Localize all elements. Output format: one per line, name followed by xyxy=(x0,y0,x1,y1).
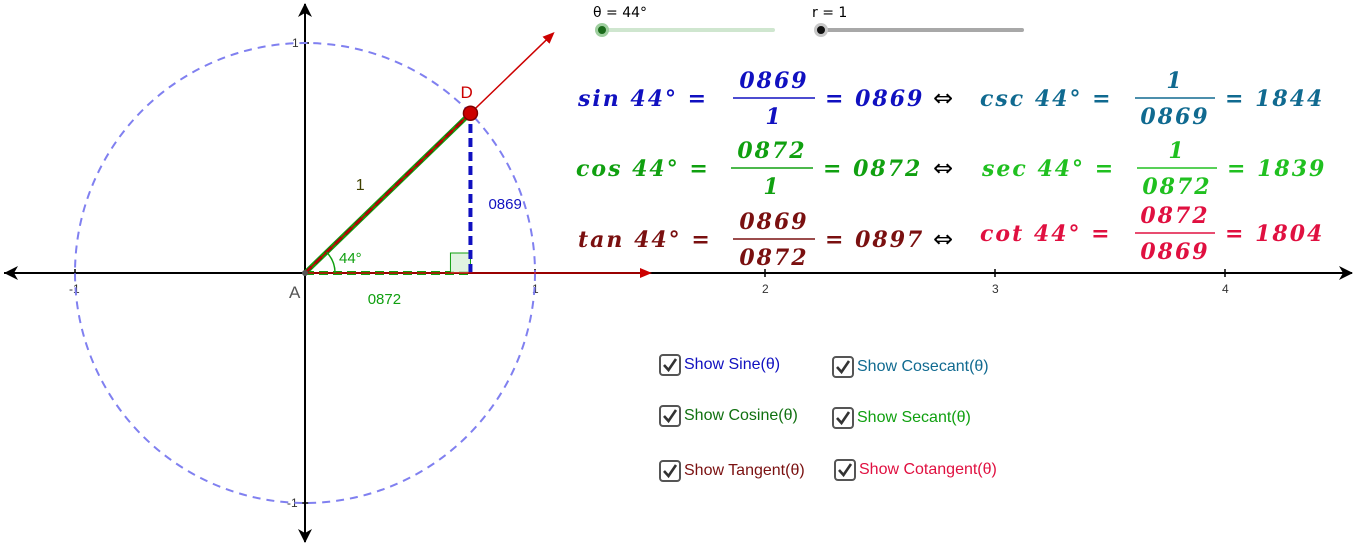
equation-sec-denominator: 0872 xyxy=(1142,174,1211,200)
show-cosine-label: Show Cosine(θ) xyxy=(684,407,798,424)
equation-cos-denominator: 1 xyxy=(763,174,780,200)
x-axis-left-arrow xyxy=(4,266,18,280)
origin-label: A xyxy=(289,283,301,302)
equation-cot-numerator: 0872 xyxy=(1140,203,1209,229)
show-tangent-label: Show Tangent(θ) xyxy=(684,462,805,479)
equation-sin-denominator: 1 xyxy=(765,104,782,130)
equation-cot-lhs: cot 44° = xyxy=(980,221,1112,247)
equation-csc-numerator: 1 xyxy=(1166,68,1183,94)
sine-length-label: 0869 xyxy=(488,196,521,213)
right-angle-marker xyxy=(449,252,471,274)
show-cosecant-checkbox[interactable]: Show Cosecant(θ) xyxy=(832,356,989,378)
x-axis-right-arrow xyxy=(1339,266,1353,280)
radius-slider-track[interactable] xyxy=(819,28,1024,32)
theta-slider-track[interactable] xyxy=(600,28,775,32)
theta-slider-knob[interactable] xyxy=(595,23,609,37)
checkmark-icon[interactable] xyxy=(832,407,854,429)
show-tangent-checkbox[interactable]: Show Tangent(θ) xyxy=(659,460,805,482)
x-tick-label: 2 xyxy=(762,282,769,296)
equation-csc-lhs: csc 44° = xyxy=(980,86,1113,112)
equation-sec-numerator: 1 xyxy=(1168,138,1185,164)
show-secant-checkbox[interactable]: Show Secant(θ) xyxy=(832,407,971,429)
angle-arc xyxy=(326,251,336,274)
x-tick-label: 3 xyxy=(992,282,999,296)
checkmark-icon[interactable] xyxy=(659,405,681,427)
radius-label: 1 xyxy=(356,177,365,194)
x-tick-label: 4 xyxy=(1222,282,1229,296)
trig-equations: sin 44° = 0869 1 = 0869 csc 44° = 1 0869 = 1844… xyxy=(576,68,1326,271)
iff-arrow-icon: ⇔ xyxy=(933,154,953,182)
equation-cot-result: = 1804 xyxy=(1225,221,1324,247)
point-d-label: D xyxy=(460,83,472,102)
radius-slider[interactable]: r = 1 xyxy=(812,5,1027,37)
equation-tan-lhs: tan 44° = xyxy=(578,227,712,253)
checkmark-icon[interactable] xyxy=(659,354,681,376)
point-d[interactable] xyxy=(462,105,479,121)
equation-sec-result: = 1839 xyxy=(1227,156,1326,182)
x-tick-label: 1 xyxy=(532,282,539,296)
angle-label: 44° xyxy=(339,250,362,267)
equation-sin-numerator: 0869 xyxy=(739,68,808,94)
show-cosecant-label: Show Cosecant(θ) xyxy=(857,358,989,375)
equation-tan-denominator: 0872 xyxy=(739,245,808,271)
radius-slider-knob[interactable] xyxy=(814,23,828,37)
y-tick-label: 1 xyxy=(292,36,299,50)
equation-csc-denominator: 0869 xyxy=(1140,104,1209,130)
equation-tan-result: = 0897 xyxy=(825,227,924,253)
equation-cos-result: = 0872 xyxy=(823,156,922,182)
y-axis-bottom-arrow xyxy=(298,529,312,543)
show-cotangent-label: Show Cotangent(θ) xyxy=(859,461,997,478)
show-secant-label: Show Secant(θ) xyxy=(857,409,971,426)
equation-sec-lhs: sec 44° = xyxy=(981,156,1115,182)
origin-point xyxy=(302,270,308,276)
iff-arrow-icon: ⇔ xyxy=(933,225,953,253)
equation-cos-lhs: cos 44° = xyxy=(576,156,710,182)
x-tick-label: -1 xyxy=(69,282,80,296)
theta-slider-label: θ = 44° xyxy=(593,5,648,21)
y-tick-label: -1 xyxy=(287,496,298,510)
unit-vector-d xyxy=(304,31,555,274)
equation-cos-numerator: 0872 xyxy=(737,138,806,164)
show-cotangent-checkbox[interactable]: Show Cotangent(θ) xyxy=(834,459,997,481)
iff-arrow-icon: ⇔ xyxy=(933,84,953,112)
show-cosine-checkbox[interactable]: Show Cosine(θ) xyxy=(659,405,798,427)
equation-cot-denominator: 0869 xyxy=(1140,239,1209,265)
radius-slider-label: r = 1 xyxy=(812,5,848,21)
equation-csc-result: = 1844 xyxy=(1225,86,1324,112)
theta-slider[interactable]: θ = 44° xyxy=(593,5,778,37)
cosine-length-label: 0872 xyxy=(368,291,401,308)
equation-tan-numerator: 0869 xyxy=(739,209,808,235)
checkmark-icon[interactable] xyxy=(659,460,681,482)
checkmark-icon[interactable] xyxy=(834,459,856,481)
y-axis-top-arrow xyxy=(298,3,312,17)
equation-sin-lhs: sin 44° = xyxy=(577,86,708,112)
checkmark-icon[interactable] xyxy=(832,356,854,378)
show-sine-label: Show Sine(θ) xyxy=(684,356,781,373)
axis-tick-labels: -1 1 2 3 4 1 -1 xyxy=(69,36,1229,510)
equation-sin-result: = 0869 xyxy=(825,86,924,112)
show-sine-checkbox[interactable]: Show Sine(θ) xyxy=(659,354,780,376)
